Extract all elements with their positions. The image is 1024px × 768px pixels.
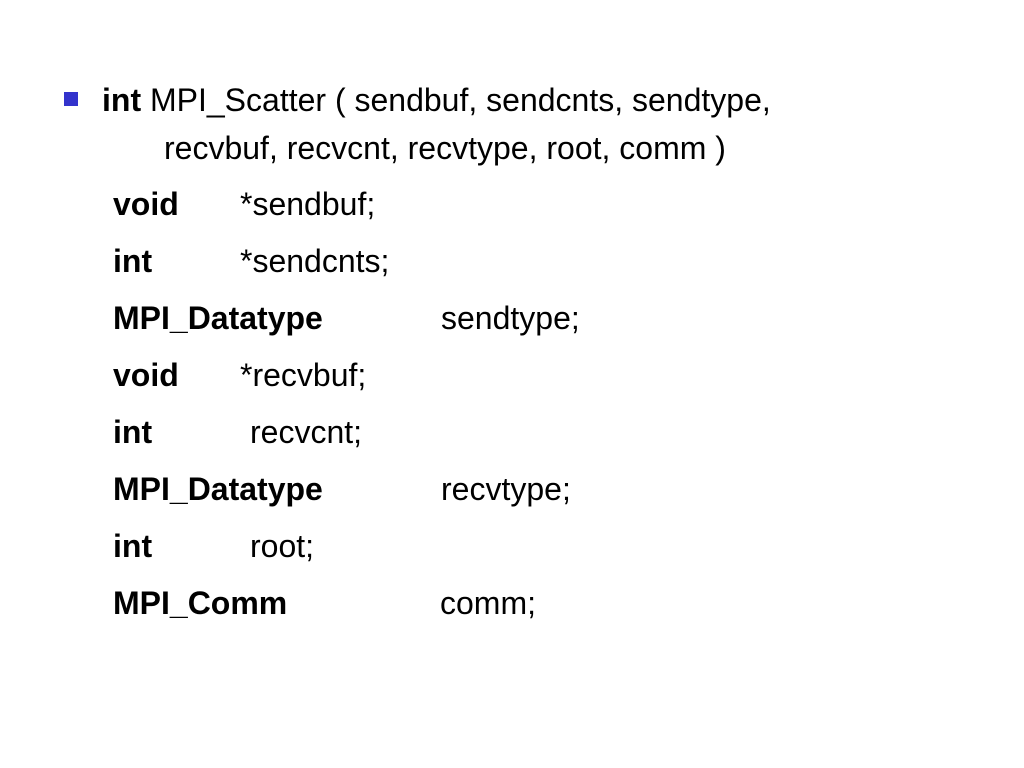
return-type: int xyxy=(102,82,142,118)
param-name: root; xyxy=(250,528,315,564)
param-type: void xyxy=(113,186,179,222)
param-type: MPI_Datatype xyxy=(113,471,323,507)
param-type: void xyxy=(113,357,179,393)
param-type: MPI_Datatype xyxy=(113,300,323,336)
param-name: sendtype; xyxy=(441,300,580,336)
param-type: MPI_Comm xyxy=(113,585,288,621)
param-type: int xyxy=(113,414,153,450)
function-signature: int MPI_Scatter ( sendbuf, sendcnts, sen… xyxy=(102,76,982,172)
param-type: int xyxy=(113,243,153,279)
param-name: *sendcnts; xyxy=(240,243,390,279)
param-name: *recvbuf; xyxy=(240,357,367,393)
param-name: recvcnt; xyxy=(250,414,363,450)
signature-line-1: MPI_Scatter ( sendbuf, sendcnts, sendtyp… xyxy=(149,82,771,118)
signature-line-2: recvbuf, recvcnt, recvtype, root, comm ) xyxy=(164,130,726,166)
bullet-square-icon xyxy=(64,92,78,106)
param-name: *sendbuf; xyxy=(240,186,376,222)
param-type: int xyxy=(113,528,153,564)
param-name: recvtype; xyxy=(441,471,571,507)
param-name: comm; xyxy=(440,585,536,621)
